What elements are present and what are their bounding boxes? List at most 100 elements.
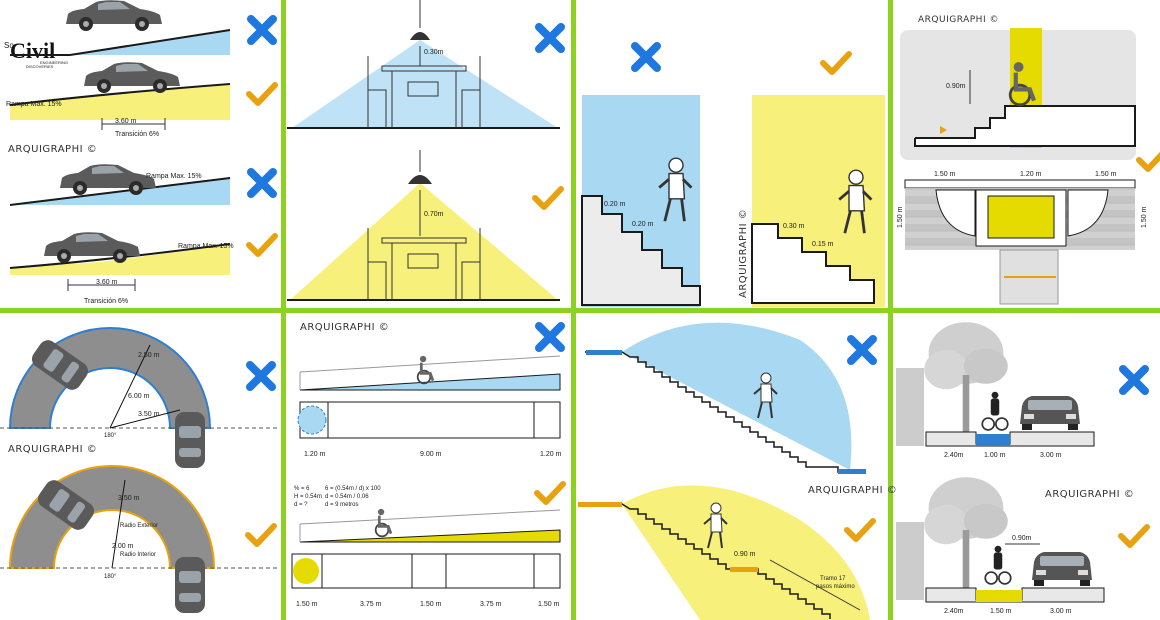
label-lift-w2: 1.20 m [1020, 171, 1042, 178]
figure-element [175, 412, 205, 468]
brand-arq-1: ARQUIGRAPHI © [8, 144, 97, 155]
check-icon-9 [1121, 527, 1147, 545]
label-stair-a1: 0.20 m [604, 201, 626, 208]
car-3 [60, 164, 156, 195]
label-ramp-e3: 1.50 m [420, 601, 442, 608]
cross-icon-6 [539, 326, 561, 348]
check-icon-8 [847, 521, 873, 539]
check-icon-6 [248, 526, 274, 544]
car-1 [66, 0, 162, 31]
label-lift-w1: 1.50 m [934, 171, 956, 178]
panel-long-stairs: ARQUIGRAPHI © 0.90 m Tramo 17 pasos máxi… [578, 322, 897, 620]
label-formula-5: d = 0.54m / 0.06 [325, 494, 369, 500]
label-tramo-2: pasos máximo [816, 584, 855, 590]
brand-arq-2: ARQUIGRAPHI © [738, 209, 749, 298]
panel-lamps: 0.30m 0.70m [287, 0, 561, 301]
check-icon-5 [1139, 151, 1160, 169]
check-icon-7 [537, 484, 563, 502]
panel-bike-lane: 2.40m 1.00 m 3.00 m ARQUIGRAPHI © 0.90m … [896, 322, 1147, 615]
label-rampa-c: Rampa Max. 15% [178, 243, 234, 250]
cross-icon-3 [539, 27, 561, 49]
panel-turning: 2.50 m 6.00 m 3.50 m 180° ARQUIGRAPHI © … [0, 327, 278, 613]
label-formula-1: % = 6 [294, 486, 310, 492]
civil-logo: So Civil ENGINEERING DISCOVERIES [4, 38, 68, 69]
label-ramp-d2: 9.00 m [420, 451, 442, 458]
check-icon-4 [823, 54, 849, 72]
logo-prefix: So [4, 41, 14, 50]
label-ramp-e2: 3.75 m [360, 601, 382, 608]
label-stair-step: 0.90 m [734, 551, 756, 558]
label-ramp-e5: 1.50 m [538, 601, 560, 608]
label-dim-a: 3.60 m [115, 118, 137, 125]
label-turn-r2: 6.00 m [128, 393, 150, 400]
label-turn-a1: 180° [104, 433, 117, 439]
label-lift-h: 0.90m [946, 83, 966, 90]
label-bike-a1: 2.40m [944, 452, 964, 459]
cross-icon-2 [251, 172, 273, 194]
label-trans-a: Transición 6% [115, 131, 159, 138]
label-ramp-e4: 3.75 m [480, 601, 502, 608]
label-stair-b1: 0.30 m [783, 223, 805, 230]
label-trans-c: Transición 6% [84, 298, 128, 305]
panel-stairs: 0.20 m 0.20 m 0.30 m 0.15 m ARQUIGRAPHI … [581, 46, 885, 307]
label-ramp-d1: 1.20 m [304, 451, 326, 458]
label-turn-r7: Radio Interior [120, 552, 156, 558]
logo-word: Civil [10, 38, 55, 63]
label-rampa-a: Rampa Max. 15% [6, 101, 62, 108]
label-formula-6: d = 9 metros [325, 502, 359, 508]
label-formula-4: 6 = (0.54m / d) x 100 [325, 486, 381, 492]
figure-element [175, 557, 205, 613]
label-turn-r4: 3.50 m [118, 495, 140, 502]
check-icon-3 [535, 189, 561, 207]
label-bike-b2: 1.50 m [990, 608, 1012, 615]
label-bike-a3: 3.00 m [1040, 452, 1062, 459]
cross-icon-8 [1123, 369, 1145, 391]
label-lift-v1: 1.50 m [897, 206, 904, 228]
label-formula-2: H = 0.54m [294, 494, 322, 500]
label-tramo-1: Tramo 17 [820, 576, 846, 582]
check-icon-1 [249, 85, 275, 103]
figure-element [981, 390, 1009, 431]
label-ramp-d3: 1.20 m [540, 451, 562, 458]
panel-lift: ARQUIGRAPHI © 0.90m 1.50 m 1.20 m 1.50 m… [897, 15, 1160, 305]
label-turn-r3: 3.50 m [138, 411, 160, 418]
figure-element [1032, 552, 1092, 586]
label-bike-b3: 3.00 m [1050, 608, 1072, 615]
car-4 [44, 232, 140, 263]
brand-arq-5: ARQUIGRAPHI © [300, 322, 389, 333]
label-turn-r5: 2.00 m [112, 543, 134, 550]
label-lift-w3: 1.50 m [1095, 171, 1117, 178]
label-turn-r1: 2.50 m [138, 352, 160, 359]
label-lamp-bottom: 0.70m [424, 211, 444, 218]
brand-arq-6: ARQUIGRAPHI © [808, 485, 897, 496]
figure-element [984, 544, 1012, 585]
label-turn-r6: Radio Exterior [120, 523, 158, 529]
cross-icon-4 [635, 46, 657, 68]
logo-sub2: DISCOVERIES [26, 64, 54, 69]
panel-ramps: So Civil ENGINEERING DISCOVERIES Rampa M… [4, 0, 275, 305]
label-ramp-e1: 1.50 m [296, 601, 318, 608]
cross-icon-7 [851, 339, 873, 361]
panel-wheelchair-ramp: ARQUIGRAPHI © 1.20 m 9.00 m 1.20 m % = 6… [291, 322, 563, 608]
car-2 [84, 62, 180, 93]
label-turn-a2: 180° [104, 574, 117, 580]
label-stair-a2: 0.20 m [632, 221, 654, 228]
logo-sub: ENGINEERING [40, 60, 68, 65]
figure-element [1020, 396, 1080, 430]
label-lamp-top: 0.30m [424, 49, 444, 56]
label-bike-h: 0.90m [1012, 535, 1032, 542]
label-stair-b2: 0.15 m [812, 241, 834, 248]
brand-arq-3: ARQUIGRAPHI © [918, 15, 999, 25]
check-icon-2 [249, 236, 275, 254]
label-dim-c: 3.60 m [96, 279, 118, 286]
label-lift-v2: 1.50 m [1141, 206, 1148, 228]
figure-element [924, 322, 1008, 436]
label-bike-a2: 1.00 m [984, 452, 1006, 459]
cross-icon-5 [250, 365, 272, 387]
label-bike-b1: 2.40m [944, 608, 964, 615]
figure-element [416, 354, 435, 385]
brand-arq-7: ARQUIGRAPHI © [1045, 489, 1134, 500]
